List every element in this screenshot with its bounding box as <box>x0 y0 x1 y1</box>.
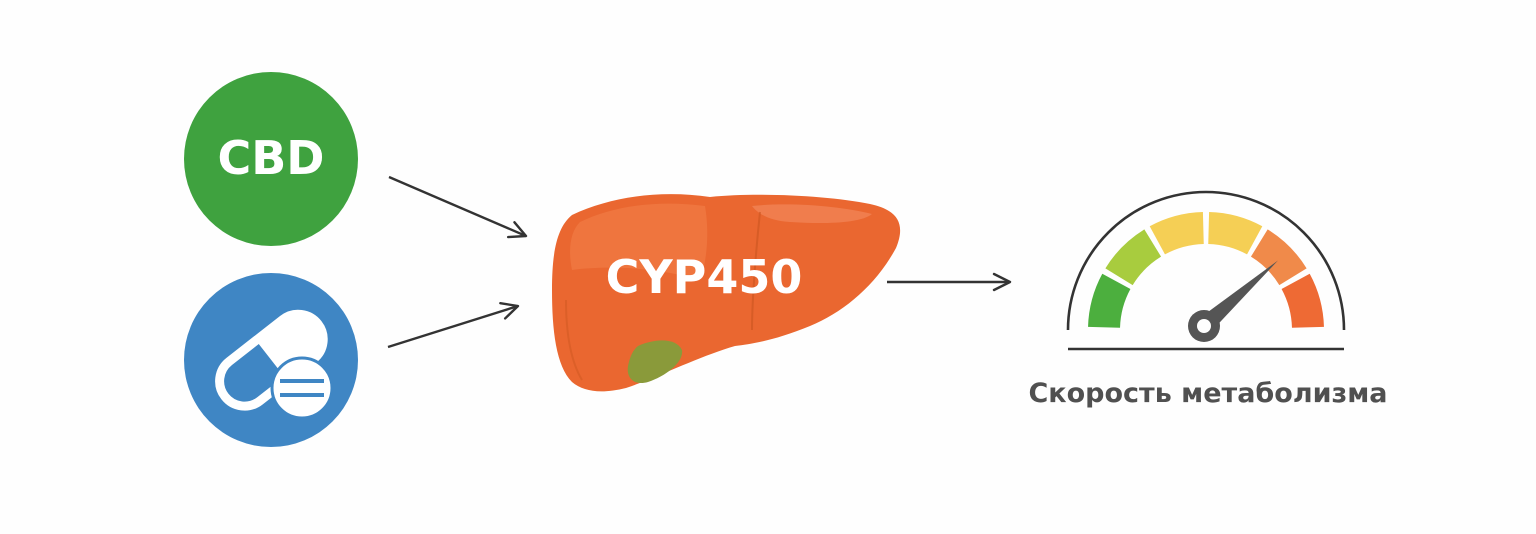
cbd-label: CBD <box>217 131 324 185</box>
gauge-needle <box>1188 260 1278 342</box>
gauge-segment <box>1281 273 1324 328</box>
drug-node <box>184 273 358 447</box>
speedometer-icon <box>1066 190 1346 351</box>
pill-icon <box>215 309 334 420</box>
arrow-cbd-to-liver <box>388 175 528 239</box>
gauge-segment <box>1105 229 1162 286</box>
cbd-node: CBD <box>184 72 358 246</box>
liver-icon <box>552 194 901 392</box>
gauge-segment <box>1149 212 1204 255</box>
gauge-segment <box>1250 229 1307 286</box>
liver-node: CYP450 <box>552 194 901 392</box>
cyp450-label: CYP450 <box>606 250 803 304</box>
gauge-segment <box>1088 273 1131 328</box>
gauge-caption: Скорость метаболизма <box>1028 378 1387 409</box>
gauge-segment <box>1208 212 1263 255</box>
metabolism-gauge: Скорость метаболизма <box>1028 190 1388 409</box>
arrow-drug-to-liver <box>387 301 520 349</box>
